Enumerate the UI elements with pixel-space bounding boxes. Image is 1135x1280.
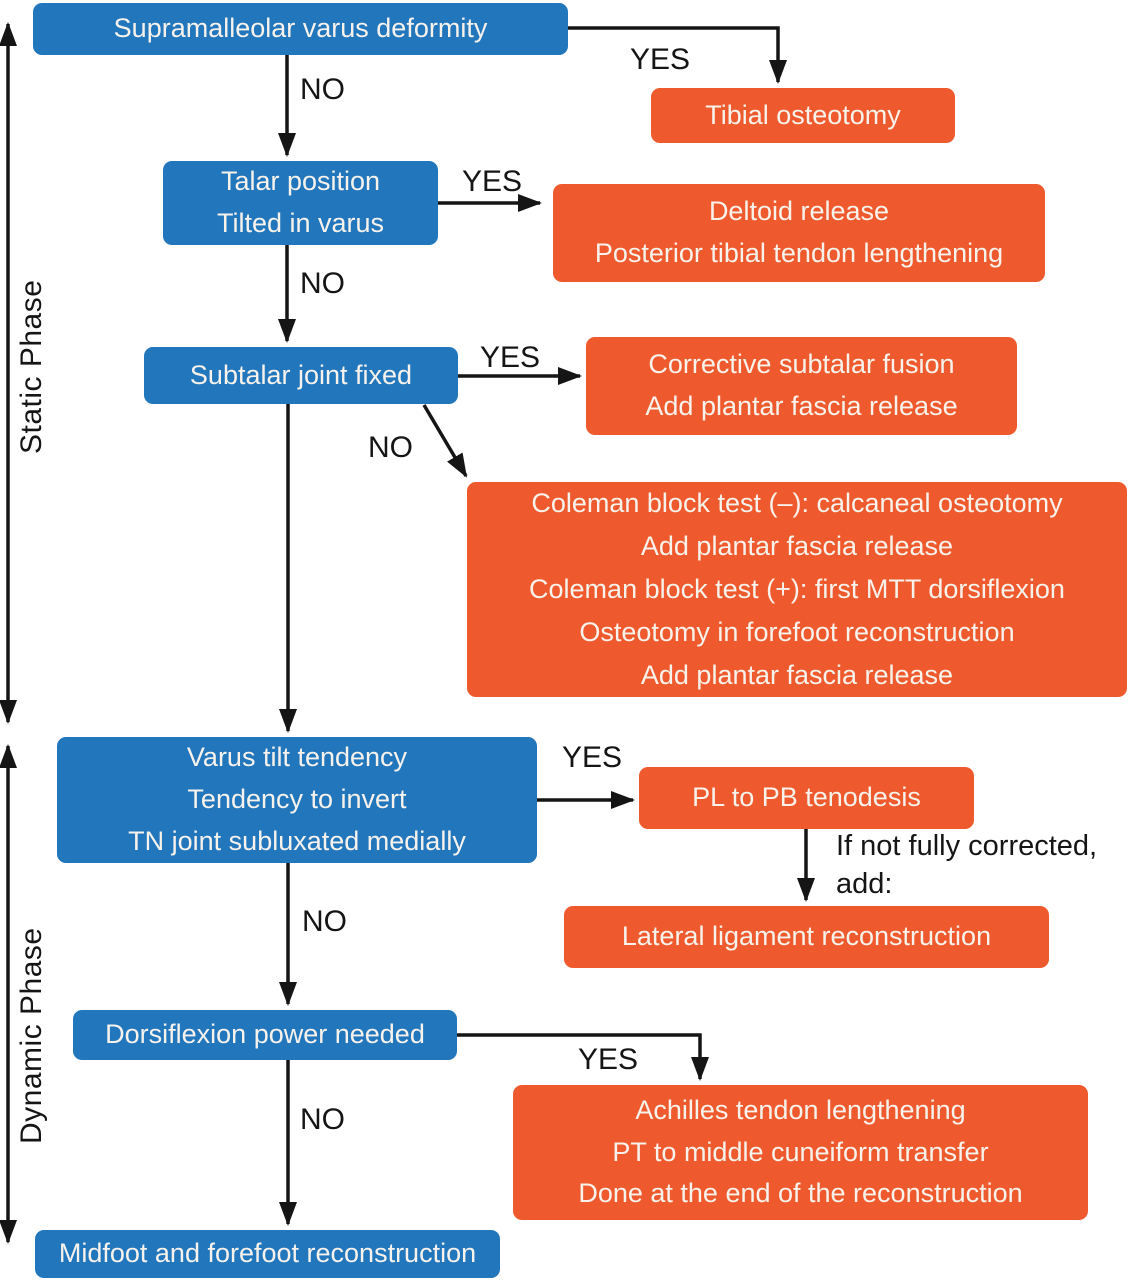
edge-label-yes: YES: [480, 341, 541, 374]
node-varus-tilt-tendency: Varus tilt tendency Tendency to invert T…: [57, 737, 537, 863]
edge-label-no: NO: [368, 431, 413, 464]
edge-label-yes: YES: [462, 165, 523, 198]
edge-label-yes: YES: [630, 43, 691, 76]
node-lateral-ligament-reconstruction: Lateral ligament reconstruction: [564, 906, 1049, 968]
node-midfoot-forefoot-reconstruction: Midfoot and forefoot reconstruction: [35, 1230, 500, 1278]
node-coleman-block-test: Coleman block test (–): calcaneal osteot…: [467, 482, 1127, 697]
node-achilles-tendon-lengthening: Achilles tendon lengthening PT to middle…: [513, 1085, 1088, 1220]
node-subtalar-joint-fixed: Subtalar joint fixed: [144, 347, 458, 404]
node-talar-position-tilted-in-varus: Talar position Tilted in varus: [163, 161, 438, 245]
static-phase-label: Static Phase: [15, 279, 48, 455]
node-deltoid-release: Deltoid release Posterior tibial tendon …: [553, 184, 1045, 282]
node-corrective-subtalar-fusion: Corrective subtalar fusion Add plantar f…: [586, 337, 1017, 435]
edge-label-yes: YES: [562, 741, 623, 774]
edge-label-no: NO: [300, 267, 345, 300]
node-dorsiflexion-power-needed: Dorsiflexion power needed: [73, 1010, 457, 1060]
edge-label-no: NO: [300, 73, 345, 106]
edge-subtalar-no-diagonal: [422, 404, 468, 478]
edge-label-no: NO: [302, 905, 347, 938]
dynamic-phase-label: Dynamic Phase: [15, 927, 48, 1144]
node-supramalleolar-varus-deformity: Supramalleolar varus deformity: [33, 3, 568, 55]
node-tibial-osteotomy: Tibial osteotomy: [651, 88, 955, 143]
edge-note-if-not-fully-corrected: If not fully corrected, add:: [836, 830, 1098, 900]
node-pl-to-pb-tenodesis: PL to PB tenodesis: [639, 767, 974, 829]
edge-label-no: NO: [300, 1103, 345, 1136]
edge-label-yes: YES: [578, 1043, 639, 1076]
